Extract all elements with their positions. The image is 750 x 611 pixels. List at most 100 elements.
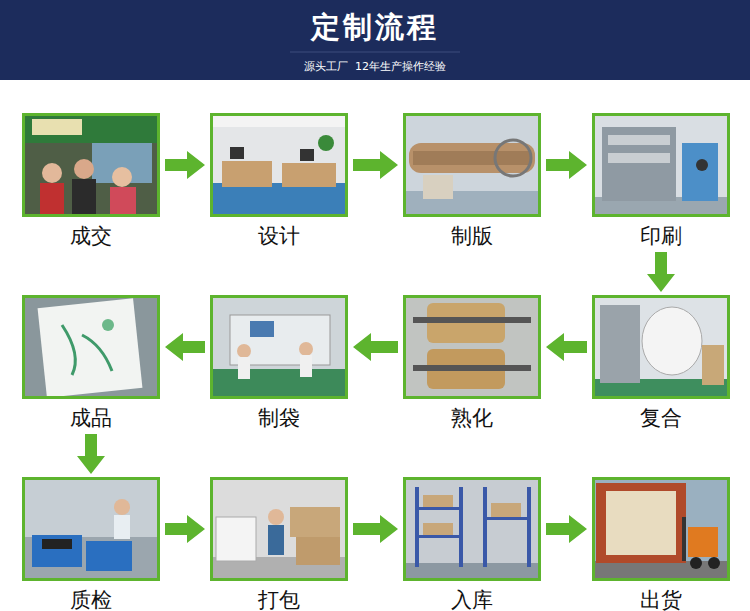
photo-frame bbox=[403, 477, 541, 581]
photo-shape bbox=[483, 487, 487, 567]
photo-shape bbox=[413, 365, 531, 371]
photo-shape bbox=[423, 523, 453, 535]
photo-frame bbox=[592, 295, 730, 399]
photo-shape bbox=[22, 477, 160, 581]
photo-shape bbox=[318, 135, 334, 151]
photo-shape bbox=[74, 159, 94, 179]
photo-shape bbox=[210, 113, 348, 217]
flow-arrow bbox=[546, 515, 587, 543]
subtitle: 源头工厂 12年生产操作经验 bbox=[0, 60, 750, 74]
photo-shape bbox=[40, 183, 64, 217]
flow-arrow bbox=[165, 333, 205, 361]
photo-shape bbox=[22, 295, 160, 399]
flow-arrow bbox=[353, 151, 398, 179]
photo-frame bbox=[210, 113, 348, 217]
photo-shape bbox=[86, 541, 132, 571]
photo-shape bbox=[403, 477, 541, 581]
photo-shape bbox=[592, 295, 730, 399]
process-step: 制袋 bbox=[210, 295, 348, 431]
flow-arrow bbox=[647, 252, 675, 292]
photo-shape bbox=[22, 477, 160, 581]
photo-shape bbox=[32, 535, 82, 567]
flow-arrow bbox=[353, 515, 398, 543]
photo-shape bbox=[483, 517, 531, 520]
photo-shape bbox=[230, 147, 244, 159]
photo-shape bbox=[102, 319, 114, 331]
process-step: 印刷 bbox=[592, 113, 730, 249]
process-step: 设计 bbox=[210, 113, 348, 249]
photo-shape bbox=[459, 487, 463, 567]
step-label: 制袋 bbox=[206, 405, 352, 431]
photo-shape bbox=[268, 509, 284, 525]
process-step: 复合 bbox=[592, 295, 730, 431]
flow-arrow bbox=[165, 515, 205, 543]
photo-shape bbox=[592, 477, 730, 581]
photo-frame bbox=[403, 295, 541, 399]
photo-shape bbox=[592, 295, 730, 399]
photo-shape bbox=[608, 153, 670, 163]
photo-shape bbox=[696, 159, 708, 171]
photo-shape bbox=[690, 557, 702, 569]
photo-shape bbox=[495, 140, 531, 176]
photo-shape bbox=[403, 477, 541, 581]
photo-shape bbox=[290, 507, 340, 537]
photo-shape bbox=[415, 507, 463, 510]
photo-frame bbox=[22, 295, 160, 399]
photo-shape bbox=[112, 167, 132, 187]
photo-shape bbox=[423, 175, 453, 199]
photo-shape bbox=[42, 539, 72, 549]
photo-shape bbox=[290, 52, 460, 53]
step-label: 质检 bbox=[18, 587, 164, 611]
photo-frame bbox=[403, 113, 541, 217]
photo-shape bbox=[413, 317, 531, 323]
photo-shape bbox=[210, 477, 348, 581]
photo-shape bbox=[403, 113, 541, 217]
photo-shape bbox=[296, 537, 340, 565]
photo-shape bbox=[210, 295, 348, 399]
photo-shape bbox=[592, 113, 730, 217]
process-step: 成交 bbox=[22, 113, 160, 249]
photo-shape bbox=[22, 295, 160, 399]
photo-shape bbox=[596, 483, 686, 563]
photo-frame bbox=[210, 295, 348, 399]
photo-shape bbox=[210, 113, 348, 217]
photo-shape bbox=[216, 517, 256, 561]
photo-shape bbox=[22, 113, 160, 143]
photo-frame bbox=[22, 113, 160, 217]
process-step: 成品 bbox=[22, 295, 160, 431]
step-label: 出货 bbox=[588, 587, 734, 611]
photo-shape bbox=[608, 135, 670, 145]
photo-frame bbox=[22, 477, 160, 581]
step-label: 印刷 bbox=[588, 223, 734, 249]
process-step: 熟化 bbox=[403, 295, 541, 431]
photo-shape bbox=[282, 163, 336, 187]
process-step: 入库 bbox=[403, 477, 541, 611]
photo-shape bbox=[210, 477, 348, 581]
photo-shape bbox=[250, 321, 274, 337]
photo-frame bbox=[210, 477, 348, 581]
photo-shape bbox=[600, 305, 640, 383]
photo-shape bbox=[114, 515, 130, 539]
photo-shape bbox=[527, 487, 531, 567]
photo-shape bbox=[415, 535, 463, 538]
photo-shape bbox=[238, 357, 250, 379]
photo-shape bbox=[32, 119, 82, 135]
photo-shape bbox=[592, 113, 730, 217]
photo-shape bbox=[642, 307, 702, 375]
photo-shape bbox=[409, 143, 535, 173]
process-step: 制版 bbox=[403, 113, 541, 249]
photo-shape bbox=[237, 344, 251, 358]
step-label: 制版 bbox=[399, 223, 545, 249]
photo-shape bbox=[403, 113, 541, 217]
photo-shape bbox=[22, 113, 160, 217]
photo-shape bbox=[210, 295, 348, 399]
step-label: 成交 bbox=[18, 223, 164, 249]
photo-frame bbox=[592, 477, 730, 581]
photo-shape bbox=[22, 113, 160, 217]
flow-arrow bbox=[165, 151, 205, 179]
photo-shape bbox=[62, 325, 112, 375]
flow-arrow bbox=[546, 151, 587, 179]
photo-shape bbox=[602, 127, 676, 201]
